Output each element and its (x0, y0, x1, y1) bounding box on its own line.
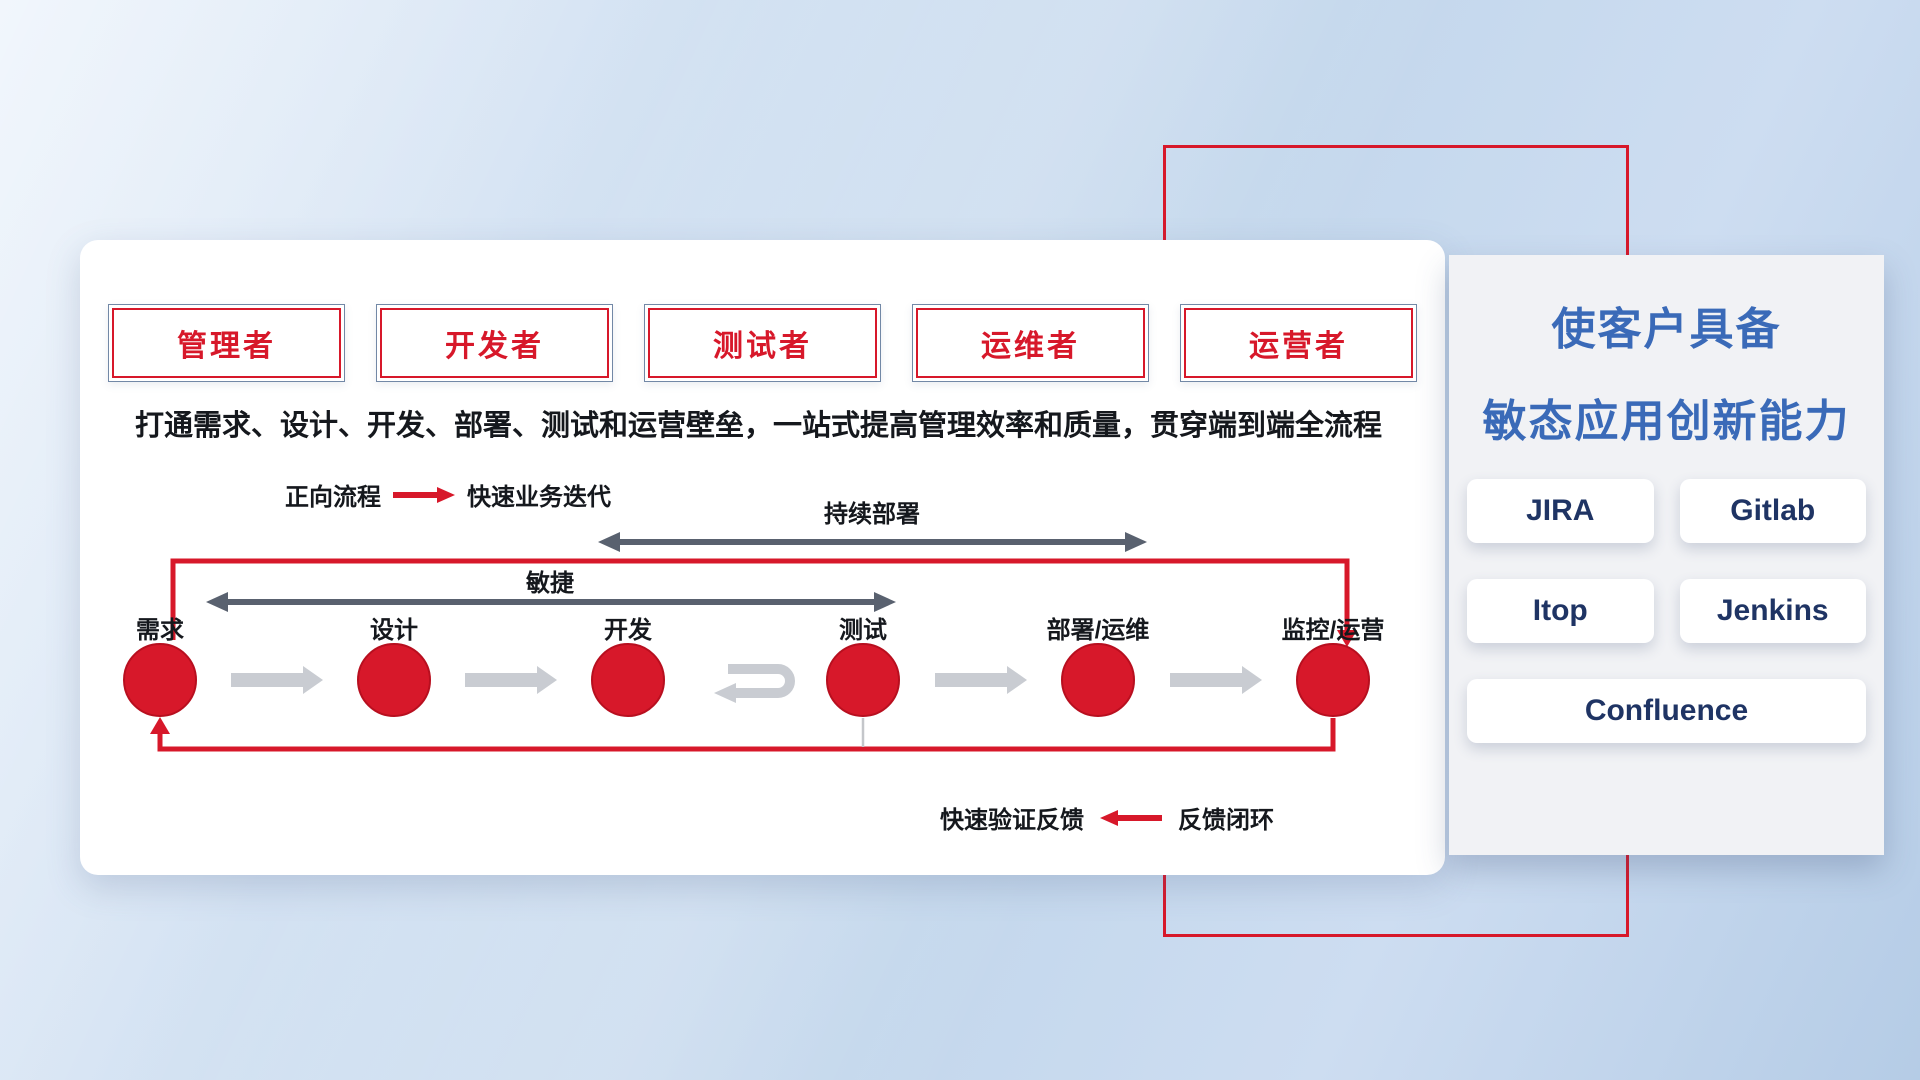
red-loop-top-path (170, 558, 1350, 640)
role-label-manager: 管理者 (112, 308, 341, 378)
forward-flow-legend: 正向流程 快速业务迭代 (285, 477, 611, 512)
tool-badge-gitlab: Gitlab (1679, 479, 1866, 543)
iterate-loop-icon (728, 664, 795, 698)
forward-flow-desc: 快速业务迭代 (467, 484, 611, 511)
stage-circle-design (357, 643, 431, 717)
stage-arrow-3 (935, 666, 1027, 694)
stage-circle-deploy-ops (1061, 643, 1135, 717)
stage-label-development: 开发 (604, 617, 652, 644)
role-box-operator: 运营者 (1180, 304, 1417, 382)
continuous-deployment-label: 持续部署 (824, 501, 920, 528)
role-box-developer: 开发者 (376, 304, 613, 382)
tool-badge-jira: JIRA (1467, 479, 1654, 543)
red-loop-top-arrowhead (1337, 630, 1357, 647)
stage-arrow-1 (231, 666, 323, 694)
stage-arrow-2 (465, 666, 557, 694)
feedback-arrow-icon (1100, 809, 1162, 826)
tool-badge-itop: Itop (1467, 579, 1654, 643)
continuous-deploy-arrowhead-left (598, 532, 620, 552)
role-label-operator: 运营者 (1184, 308, 1413, 378)
role-box-tester: 测试者 (644, 304, 881, 382)
role-label-tester: 测试者 (648, 308, 877, 378)
tools-grid: JIRA Gitlab Itop Jenkins Confluence (1467, 479, 1866, 743)
feedback-loop-legend: 快速验证反馈 反馈闭环 (940, 800, 1274, 835)
stage-label-deploy-ops: 部署/运维 (1046, 617, 1150, 644)
iterate-loop-arrowhead (714, 683, 736, 703)
forward-flow-label: 正向流程 (285, 484, 381, 511)
tool-badge-jenkins: Jenkins (1679, 579, 1866, 643)
tool-badge-confluence: Confluence (1467, 679, 1866, 743)
flow-diagram-graphics (123, 532, 1370, 752)
feedback-desc: 快速验证反馈 (940, 807, 1084, 834)
process-subtitle: 打通需求、设计、开发、部署、测试和运营壁垒，一站式提高管理效率和质量，贯穿端到端… (135, 410, 1383, 442)
stage-circle-requirements (123, 643, 197, 717)
stage-label-testing: 测试 (839, 617, 887, 644)
stage-arrow-4 (1170, 666, 1262, 694)
feedback-label: 反馈闭环 (1178, 807, 1274, 834)
panel-title-line1: 使客户具备 (1551, 305, 1782, 354)
stage-label-design: 设计 (370, 617, 418, 644)
stage-circle-testing (826, 643, 900, 717)
panel-title-line2: 敏态应用创新能力 (1482, 397, 1851, 446)
agile-arrowhead-right (874, 592, 896, 612)
devops-process-card: 管理者 开发者 测试者 运维者 运营者 打通需求、设计、开发、部署、测试和运营壁… (80, 240, 1445, 875)
continuous-deploy-arrowhead-right (1125, 532, 1147, 552)
role-label-ops: 运维者 (916, 308, 1145, 378)
red-loop-bottom-path (157, 718, 1336, 752)
forward-arrow-icon (393, 486, 455, 503)
capability-panel: 使客户具备 敏态应用创新能力 JIRA Gitlab Itop Jenkins … (1449, 255, 1884, 855)
stage-circle-monitor-operate (1296, 643, 1370, 717)
stage-label-monitor-operate: 监控/运营 (1281, 617, 1385, 644)
agile-label: 敏捷 (526, 570, 574, 597)
role-box-ops: 运维者 (912, 304, 1149, 382)
role-label-developer: 开发者 (380, 308, 609, 378)
agile-arrowhead-left (206, 592, 228, 612)
roles-row: 管理者 开发者 测试者 运维者 运营者 (108, 304, 1417, 382)
stage-label-requirements: 需求 (136, 617, 184, 644)
stage-circle-development (591, 643, 665, 717)
role-box-manager: 管理者 (108, 304, 345, 382)
red-loop-bottom-arrowhead (150, 717, 170, 734)
